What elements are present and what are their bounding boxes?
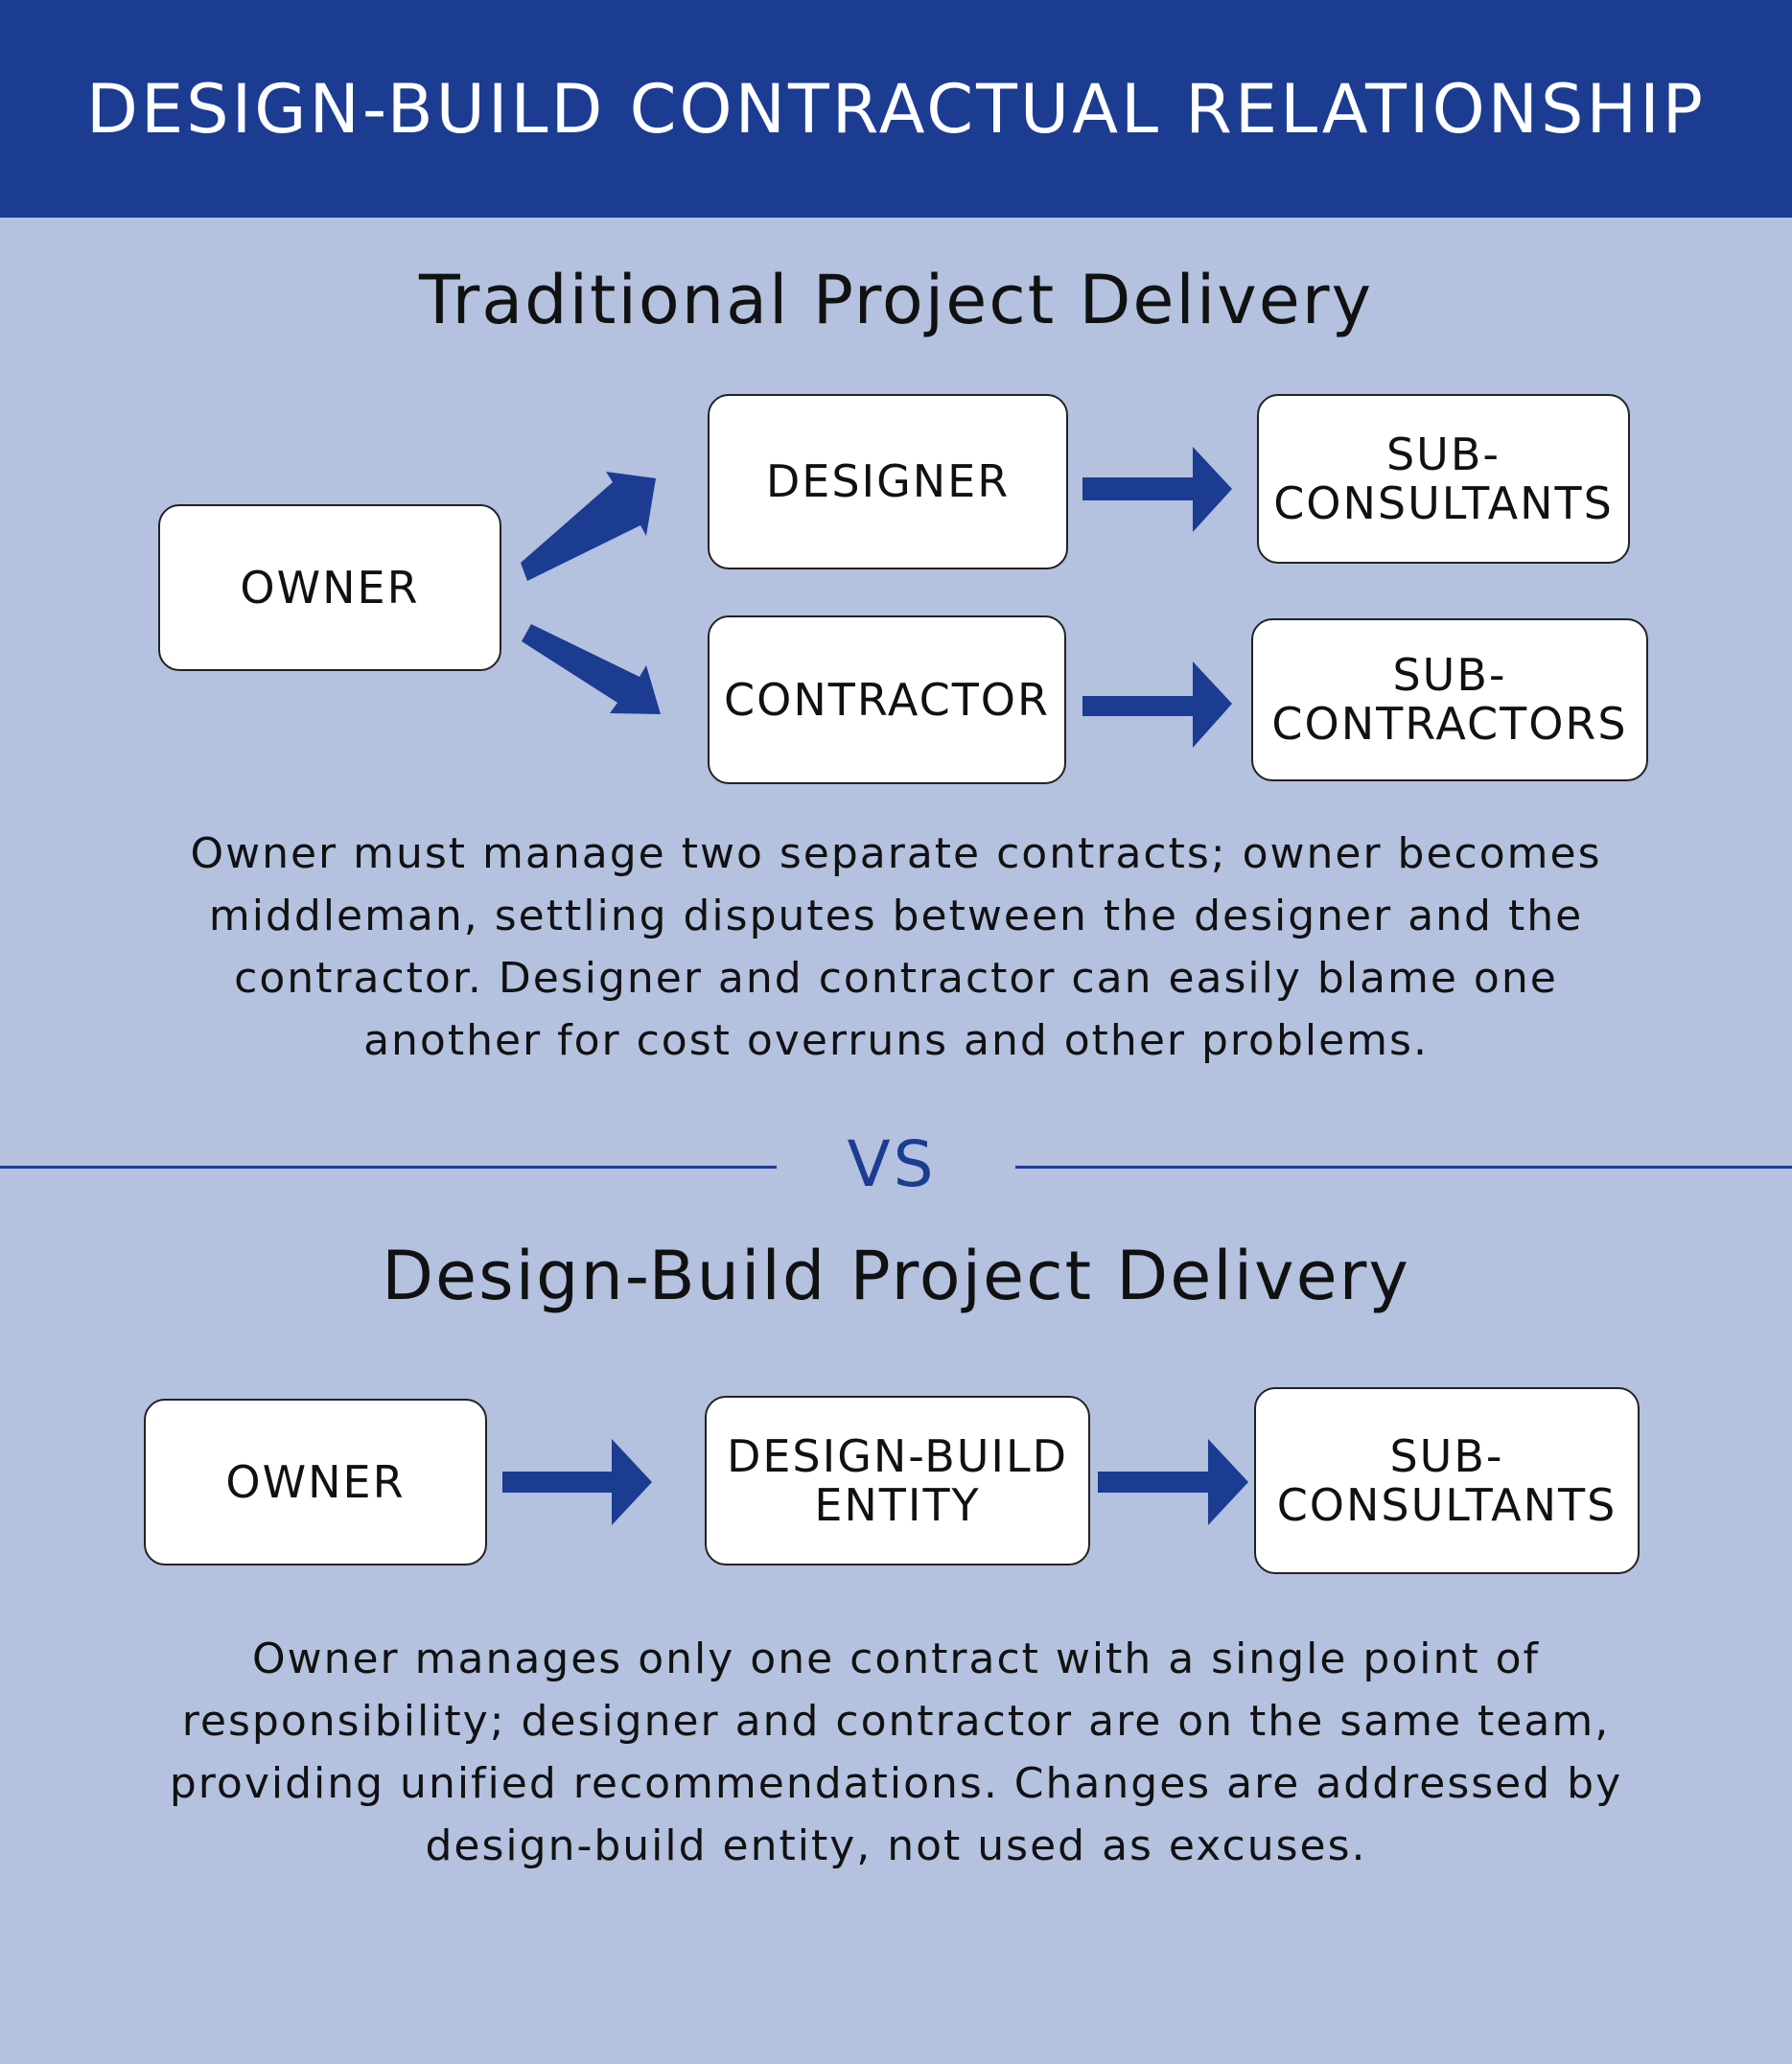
vs-label: VS bbox=[847, 1127, 937, 1201]
designer-label: DESIGNER bbox=[765, 455, 1011, 508]
contractor-box: CONTRACTOR bbox=[708, 615, 1066, 784]
traditional-description: Owner must manage two separate contracts… bbox=[190, 829, 1602, 1065]
design-build-section-title: Design-Build Project Delivery bbox=[382, 1237, 1410, 1315]
traditional-sub-consultants-label: SUB- CONSULTANTS bbox=[1273, 428, 1614, 529]
sub-contractors-label: SUB- CONTRACTORS bbox=[1271, 649, 1628, 750]
page-title: DESIGN-BUILD CONTRACTUAL RELATIONSHIP bbox=[86, 69, 1706, 149]
arrow-owner-to-contractor bbox=[522, 624, 661, 714]
design-build-owner-box: OWNER bbox=[144, 1399, 487, 1565]
arrow-contractor-to-sub-contractors bbox=[1082, 661, 1232, 748]
traditional-owner-label: OWNER bbox=[240, 561, 420, 614]
design-build-entity-label: DESIGN-BUILD ENTITY bbox=[726, 1429, 1069, 1531]
design-build-sub-consultants-box: SUB- CONSULTANTS bbox=[1254, 1387, 1640, 1574]
header-banner: DESIGN-BUILD CONTRACTUAL RELATIONSHIP bbox=[0, 0, 1792, 218]
arrow-owner-to-design-build-entity bbox=[502, 1439, 652, 1525]
design-build-owner-label: OWNER bbox=[225, 1455, 406, 1508]
sub-contractors-box: SUB- CONTRACTORS bbox=[1251, 618, 1648, 781]
divider-line-left bbox=[0, 1166, 777, 1169]
traditional-section-title: Traditional Project Delivery bbox=[418, 261, 1374, 339]
design-build-sub-consultants-label: SUB- CONSULTANTS bbox=[1276, 1429, 1617, 1531]
design-build-entity-box: DESIGN-BUILD ENTITY bbox=[705, 1396, 1090, 1565]
designer-box: DESIGNER bbox=[708, 394, 1068, 569]
traditional-sub-consultants-box: SUB- CONSULTANTS bbox=[1257, 394, 1630, 564]
design-build-description: Owner manages only one contract with a s… bbox=[169, 1635, 1623, 1870]
arrow-owner-to-designer bbox=[521, 472, 656, 581]
traditional-owner-box: OWNER bbox=[158, 504, 501, 671]
arrow-designer-to-sub-consultants bbox=[1082, 447, 1232, 532]
arrow-entity-to-sub-consultants bbox=[1098, 1439, 1248, 1525]
contractor-label: CONTRACTOR bbox=[724, 673, 1050, 726]
divider-line-right bbox=[1015, 1166, 1792, 1169]
